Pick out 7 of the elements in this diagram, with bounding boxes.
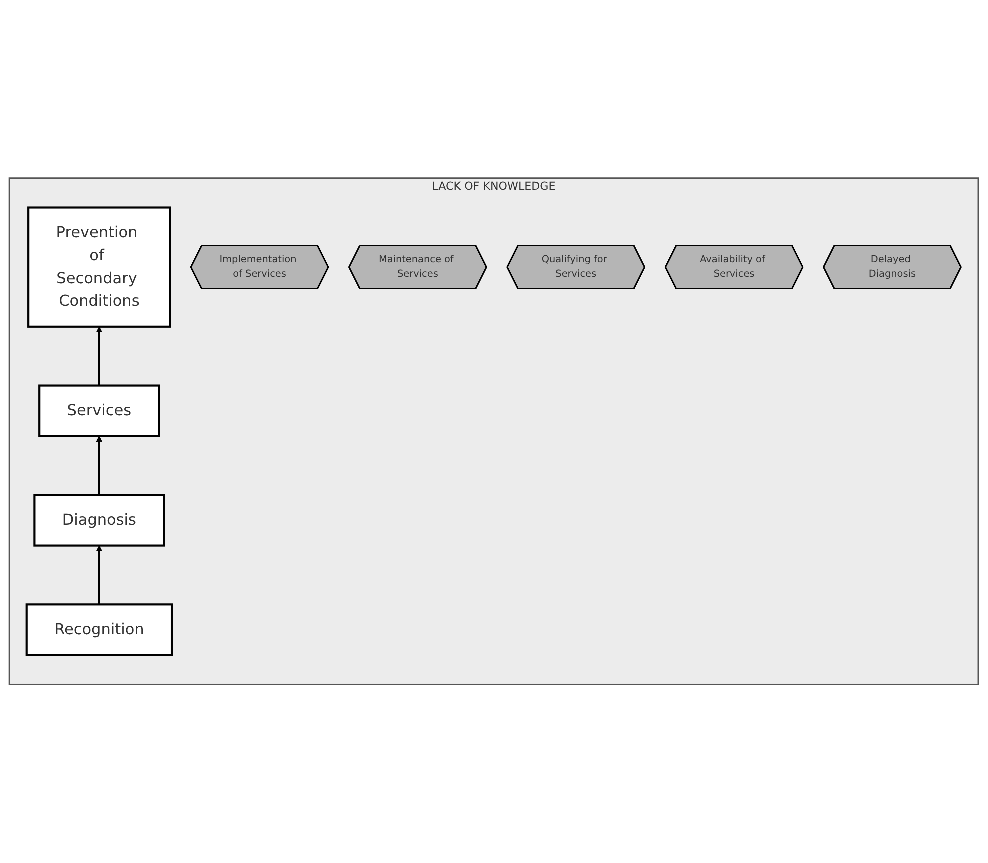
node-box: Prevention of Secondary Conditions — [28, 206, 172, 328]
node-box: Services — [38, 384, 160, 438]
node-box: Recognition — [26, 604, 174, 656]
arrow — [96, 326, 102, 386]
arrow — [96, 436, 102, 496]
arrow — [96, 546, 102, 605]
node-box: Diagnosis — [34, 494, 166, 547]
